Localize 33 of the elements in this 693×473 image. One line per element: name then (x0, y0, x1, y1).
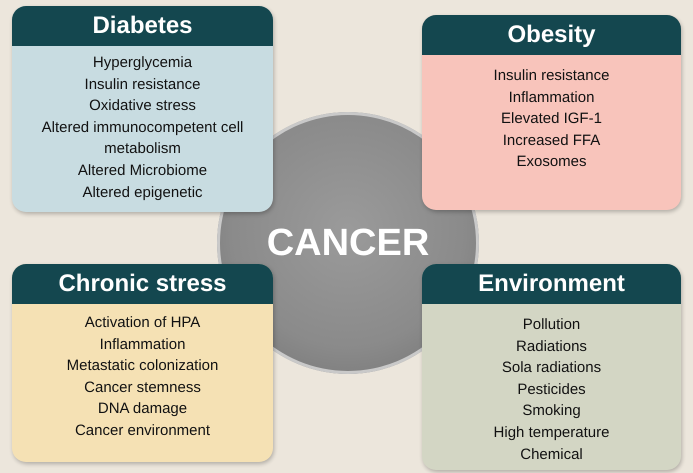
list-item: Cancer stemness (84, 378, 201, 398)
list-item: Insulin resistance (494, 66, 610, 86)
list-item: Activation of HPA (84, 313, 200, 333)
factor-card (422, 15, 681, 210)
list-item: Metastatic colonization (66, 356, 218, 376)
card-heading: Environment (422, 264, 681, 304)
list-item: Exosomes (516, 152, 587, 172)
list-item: Insulin resistance (84, 74, 200, 95)
list-item: Cancer environment (74, 420, 210, 441)
list-item: Oxidative stress (89, 96, 196, 116)
list-item: Smoking (522, 401, 581, 422)
factor-card (12, 6, 273, 212)
list-item: Pesticides (517, 380, 586, 400)
list-item: Altered immunocompetent cell metabolism (40, 118, 244, 160)
list-item: Radiations (516, 336, 587, 357)
list-item: High temperature (494, 422, 610, 443)
list-item: Altered epigenetic (82, 182, 203, 203)
list-item: Pollution (522, 315, 580, 335)
list-item: DNA damage (98, 399, 188, 420)
list-item: Elevated IGF-1 (501, 109, 602, 130)
factor-card (422, 264, 681, 470)
list-item: Hyperglycemia (92, 53, 192, 73)
circle-title: CANCER (266, 222, 430, 264)
card-heading: Chronic stress (12, 264, 273, 304)
card-heading: Diabetes (12, 6, 273, 46)
list-item: Inflammation (508, 88, 594, 108)
list-item: Increased FFA (502, 130, 600, 151)
factor-card (12, 264, 273, 462)
card-heading: Obesity (422, 15, 681, 55)
list-item: Sola radiations (502, 358, 602, 378)
list-item: Altered Microbiome (78, 160, 208, 181)
list-item: Inflammation (100, 334, 186, 355)
list-item: Chemical (520, 444, 583, 465)
